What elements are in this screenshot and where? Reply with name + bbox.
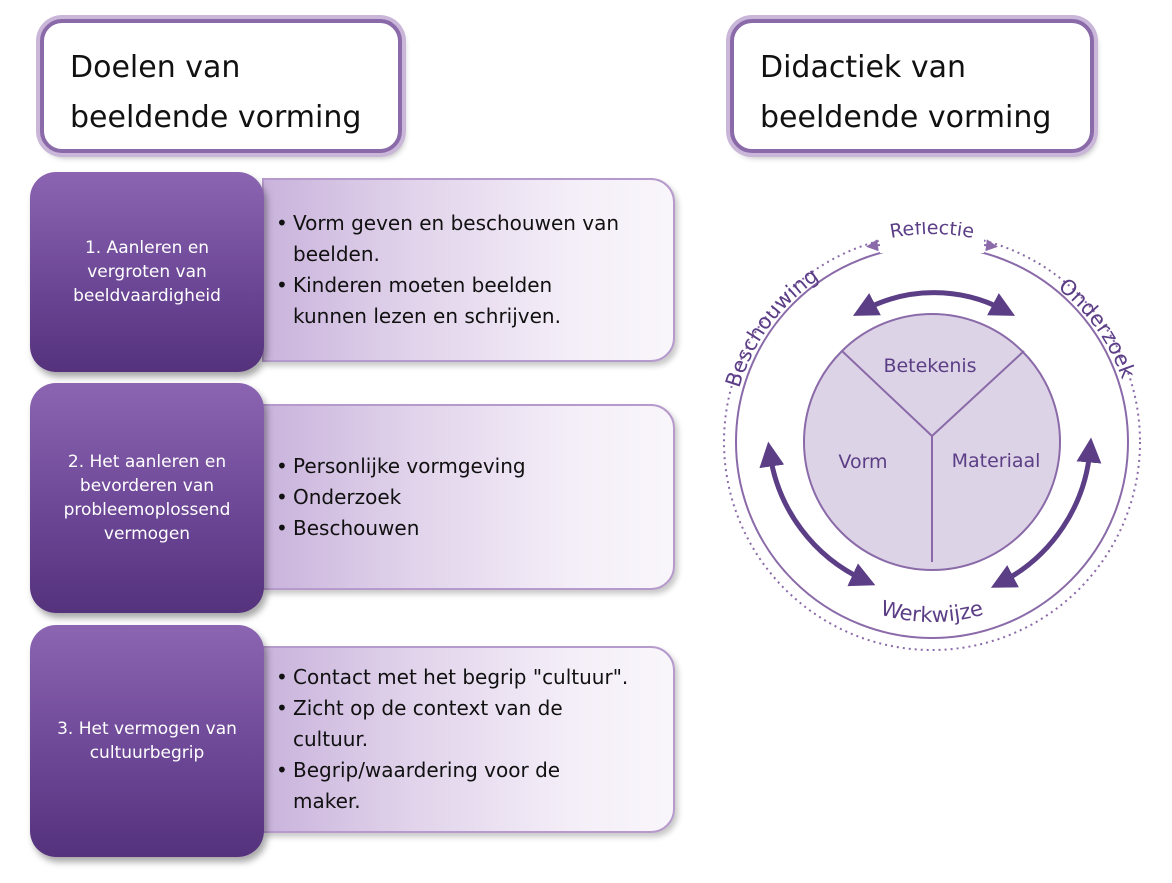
goal-1-bullets: Vorm geven en beschouwen van beelden. Ki…: [276, 208, 665, 332]
goal-1-label: 1. Aanleren en vergroten van beeldvaardi…: [30, 172, 264, 372]
goals-title-line-2: beeldende vorming: [70, 100, 362, 135]
goal-2-label-line: 2. Het aanleren en: [67, 452, 227, 472]
reflection-label: Reflectie: [888, 222, 976, 243]
goal-3-label: 3. Het vermogen van cultuurbegrip: [30, 625, 264, 857]
goal-2-content: Personlijke vormgeving Onderzoek Beschou…: [262, 404, 675, 590]
goal-3-bullet: Begrip/waardering voor de maker.: [276, 755, 665, 817]
bullet-text: maker.: [293, 789, 361, 813]
bullet-text: Zicht op de context van de: [293, 696, 563, 720]
bullet-text: Beschouwen: [293, 515, 420, 540]
goal-2-bullet: Personlijke vormgeving: [276, 451, 665, 482]
didactics-title: Didactiek van beeldende vorming: [730, 19, 1094, 153]
goal-3-bullet: Contact met het begrip "cultuur".: [276, 662, 665, 693]
goal-3-label-line: cultuurbegrip: [89, 743, 205, 763]
ring-label-beschouwing: Beschouwing: [721, 263, 823, 390]
bullet-text: Personlijke vormgeving: [293, 453, 526, 478]
bullet-text: Kinderen moeten beelden: [293, 273, 553, 297]
bullet-text: Onderzoek: [293, 484, 402, 509]
goal-2-label-line: probleemoplossend: [63, 500, 231, 520]
goals-title: Doelen van beeldende vorming: [40, 19, 402, 153]
goal-2-bullet: Onderzoek: [276, 482, 665, 513]
ring-label-onderzoek: Onderzoek: [1054, 274, 1140, 383]
divider-left: [841, 350, 933, 437]
bullet-text: cultuur.: [293, 727, 369, 751]
goal-3-bullet: Zicht op de context van de cultuur.: [276, 693, 665, 755]
arrow-bottom-left: [759, 441, 876, 587]
segment-betekenis: Betekenis: [883, 355, 976, 377]
didactics-title-line-1: Didactiek van: [760, 50, 966, 85]
goal-1-content: Vorm geven en beschouwen van beelden. Ki…: [262, 178, 675, 362]
goal-2-bullet: Beschouwen: [276, 513, 665, 544]
goal-1-label-line: 1. Aanleren en: [84, 238, 210, 258]
arrow-top: [852, 290, 1016, 316]
goal-2-label-line: bevorderen van: [79, 476, 215, 496]
goal-3-label-line: 3. Het vermogen van: [57, 719, 237, 739]
didactics-title-line-2: beeldende vorming: [760, 100, 1052, 135]
goal-2-label: 2. Het aanleren en bevorderen van proble…: [30, 383, 264, 613]
goals-title-line-1: Doelen van: [70, 50, 241, 85]
segment-vorm: Vorm: [838, 451, 887, 473]
bullet-text: Contact met het begrip "cultuur".: [293, 665, 629, 689]
bullet-text: Vorm geven en beschouwen van: [293, 211, 620, 235]
reflection-arrow-left: [866, 239, 881, 252]
goal-1-bullet: Kinderen moeten beelden kunnen lezen en …: [276, 270, 665, 332]
bullet-text: beelden.: [293, 242, 380, 266]
ring-label-werkwijze: Werkwijze: [878, 596, 985, 627]
divider-right: [931, 350, 1025, 437]
bullet-text: Begrip/waardering voor de: [293, 758, 561, 782]
reflection-arrow-right: [983, 239, 998, 252]
reflection-label-bg: [880, 225, 984, 253]
goal-2-bullets: Personlijke vormgeving Onderzoek Beschou…: [276, 451, 665, 544]
didactics-cycle-diagram: Reflectie Betekenis Vorm Materiaal Besch…: [721, 222, 1141, 651]
goal-3-bullets: Contact met het begrip "cultuur". Zicht …: [276, 662, 665, 817]
goal-1-label-line: vergroten van: [87, 262, 207, 282]
segment-materiaal: Materiaal: [952, 450, 1041, 472]
goal-2-label-line: vermogen: [103, 524, 191, 544]
goal-1-label-line: beeldvaardigheid: [73, 286, 221, 306]
goal-3-content: Contact met het begrip "cultuur". Zicht …: [262, 646, 675, 833]
arrow-bottom-right: [990, 437, 1102, 588]
bullet-text: kunnen lezen en schrijven.: [293, 304, 561, 328]
goal-1-bullet: Vorm geven en beschouwen van beelden.: [276, 208, 665, 270]
